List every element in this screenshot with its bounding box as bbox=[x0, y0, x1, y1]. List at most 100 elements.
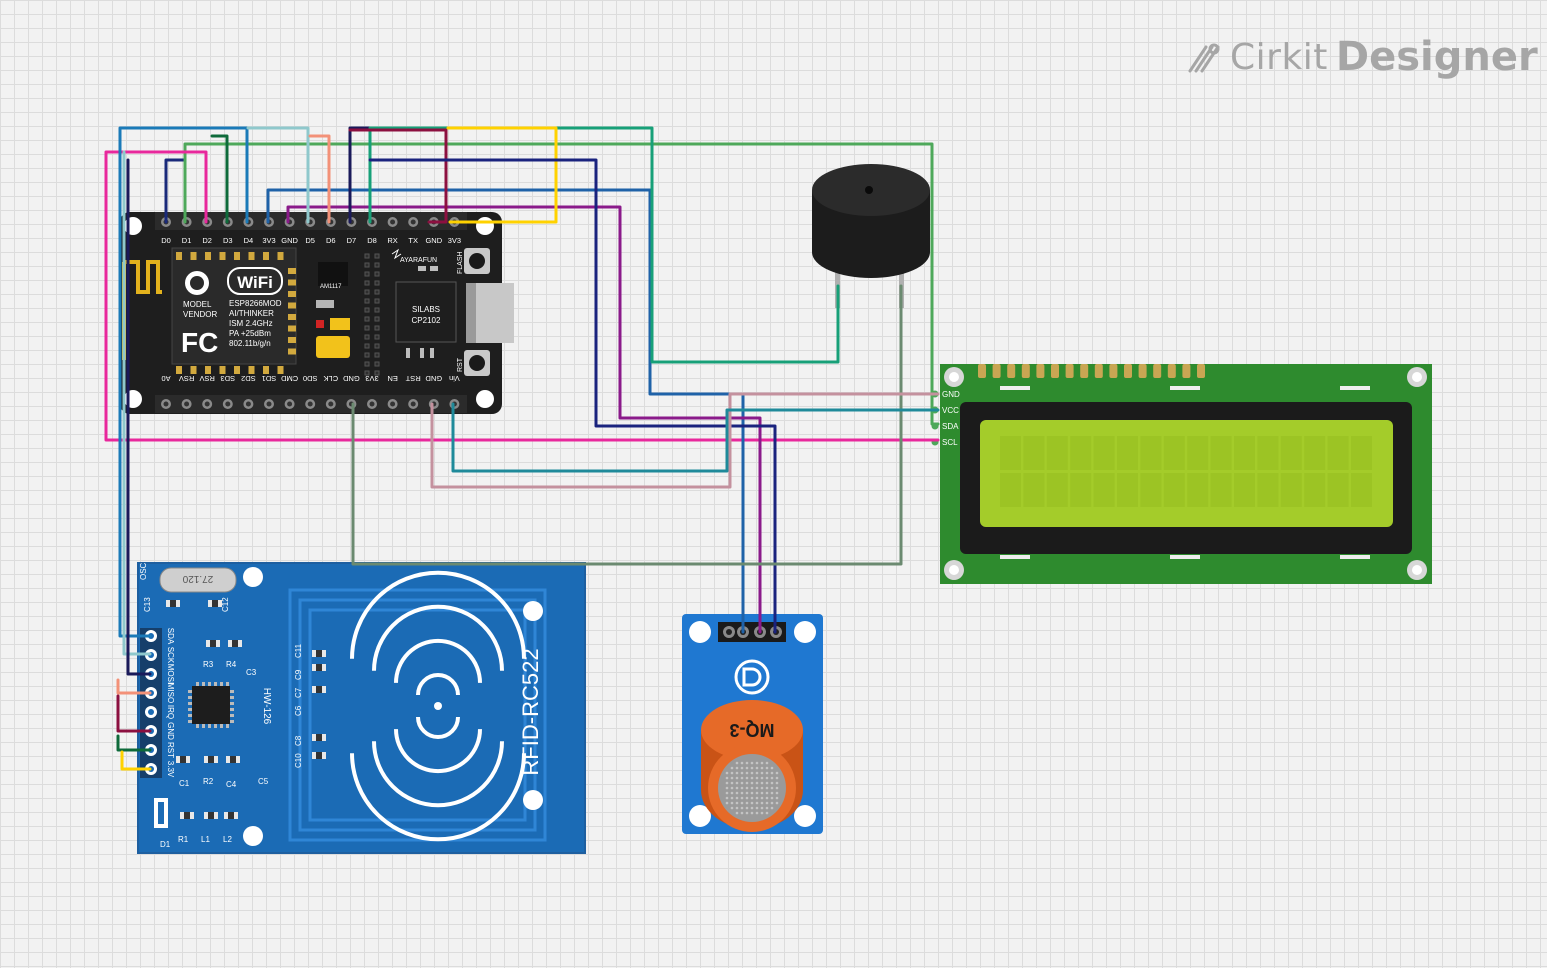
mq3-logo-icon bbox=[734, 659, 770, 695]
wire-d4-sda bbox=[118, 126, 249, 638]
lcd-pin-label: VCC bbox=[942, 406, 959, 415]
brand-product: Designer bbox=[1335, 34, 1538, 80]
nodemcu-bottom-header bbox=[161, 399, 460, 409]
rfid-component-label: R4 bbox=[226, 660, 237, 669]
brand-name: Cirkit bbox=[1230, 36, 1328, 78]
usb-chip-part: CP2102 bbox=[412, 316, 441, 325]
wire-3v3-rfid bbox=[446, 126, 558, 224]
lcd-pin-label: GND bbox=[942, 390, 960, 399]
usb-chip-vendor: SILABS bbox=[412, 305, 440, 314]
rfid-component-label: C6 bbox=[294, 705, 303, 716]
rfid-component-label: C3 bbox=[246, 668, 257, 677]
rfid-pin-label: SDA bbox=[166, 628, 175, 645]
wifi-logo: WiFi bbox=[227, 267, 283, 295]
nodemcu-bottom-pin-label: RSV bbox=[199, 374, 214, 383]
rfid-component-label: C5 bbox=[258, 777, 269, 786]
rfid-pin-label: RST bbox=[166, 742, 175, 758]
wire-d1-sda bbox=[183, 142, 940, 426]
wire-d0-rst bbox=[164, 158, 187, 224]
cirkit-logo-icon bbox=[1188, 43, 1220, 73]
rfid-component-label: C9 bbox=[294, 669, 303, 680]
nodemcu-bottom-pin-label: EN bbox=[387, 374, 397, 383]
module-text-part: ESP8266MOD bbox=[229, 299, 282, 308]
crystal-oscillator bbox=[159, 567, 237, 593]
wifi-text: WiFi bbox=[237, 273, 273, 292]
nodemcu-bottom-pin-label: RSV bbox=[179, 374, 194, 383]
wire-d6-miso bbox=[308, 134, 331, 224]
rfid-component-label: D1 bbox=[160, 840, 171, 849]
rfid-component-label: C12 bbox=[221, 597, 230, 612]
nodemcu-bottom-pin-label: A0 bbox=[161, 374, 170, 383]
fc-logo: FC bbox=[181, 327, 218, 358]
module-text-protocol: 802.11b/g/n bbox=[229, 339, 271, 348]
wire-gnd-rfid bbox=[348, 128, 448, 224]
wire-d2-scl bbox=[104, 150, 940, 442]
nodemcu-bottom-pin-label: SD2 bbox=[241, 374, 256, 383]
nodemcu-top-pin-label: GND bbox=[425, 236, 442, 245]
nodemcu-bottom-pin-label: CLK bbox=[324, 374, 339, 383]
buzzer[interactable] bbox=[812, 164, 930, 308]
wire-gnd-lcd bbox=[430, 392, 940, 489]
wire-rfid-sck bbox=[122, 150, 152, 656]
module-text-vendor-name: AI/THINKER bbox=[229, 309, 274, 318]
module-text-pa: PA +25dBm bbox=[229, 329, 271, 338]
module-text-ism: ISM 2.4GHz bbox=[229, 319, 273, 328]
nodemcu-bottom-pin-label: SD0 bbox=[303, 374, 318, 383]
rfid-pin-label: 3.3V bbox=[166, 761, 175, 778]
regulator-label: AM1117 bbox=[320, 284, 342, 290]
lcd-pin-label: SDA bbox=[942, 422, 959, 431]
nodemcu-top-pin-label: GND bbox=[281, 236, 298, 245]
nodemcu-top-pin-label: D6 bbox=[326, 236, 336, 245]
cirkit-brand: Cirkit Designer bbox=[1186, 32, 1538, 82]
nodemcu-bottom-pin-label: GND bbox=[342, 374, 359, 383]
nodemcu-top-pin-label: D3 bbox=[223, 236, 233, 245]
wire-rfid-gnd bbox=[116, 694, 152, 733]
mq3-label: MQ-3 bbox=[730, 720, 775, 740]
wire-vin-lcd bbox=[451, 402, 940, 473]
maker-label: AYARAFUN bbox=[400, 257, 437, 264]
nodemcu-top-pin-label: 3V3 bbox=[262, 236, 275, 245]
rfid-component-label: R1 bbox=[178, 835, 189, 844]
rfid-pin-label: MISO bbox=[166, 683, 175, 703]
rfid-pin-label: GND bbox=[166, 722, 175, 740]
rfid-component-label: R3 bbox=[203, 660, 214, 669]
regulator-chip bbox=[318, 262, 348, 286]
nodemcu-bottom-pin-label: SD3 bbox=[221, 374, 236, 383]
wire-rfid-3v3 bbox=[120, 750, 152, 771]
rfid-component-label: C1 bbox=[179, 779, 190, 788]
rfid-pin-label: SCK bbox=[166, 647, 175, 664]
rfid-model: HW-126 bbox=[261, 688, 272, 725]
rfid-component-label: C11 bbox=[294, 643, 303, 658]
rfid-ic bbox=[192, 686, 230, 724]
wire-rfid-miso bbox=[116, 678, 152, 695]
wire-d5-sck bbox=[246, 126, 310, 224]
nodemcu-bottom-pin-label: SD1 bbox=[262, 374, 277, 383]
nodemcu-bottom-pin-label: RST bbox=[405, 374, 420, 383]
rfid-component-label: R2 bbox=[203, 777, 214, 786]
rfid-pin-label: IRQ bbox=[166, 705, 175, 719]
mq3-gas-sensor[interactable]: MQ-3 bbox=[682, 614, 823, 834]
nodemcu-top-pin-label: D0 bbox=[161, 236, 171, 245]
wire-gnd-mq3 bbox=[286, 205, 762, 634]
flash-label: FLASH bbox=[457, 251, 464, 274]
osc-label: OSC bbox=[139, 562, 148, 580]
crystal-label: 27.120 bbox=[182, 573, 213, 584]
wire-d7-mosi bbox=[348, 126, 374, 224]
nodemcu-top-pin-label: TX bbox=[408, 236, 418, 245]
rfid-pin-label: MOSI bbox=[166, 664, 175, 684]
wire-rfid-mosi bbox=[126, 158, 152, 676]
wire-gnd-buzzer bbox=[351, 284, 903, 566]
wire-rfid-rst bbox=[116, 734, 152, 752]
nodemcu-bottom-pin-label: GND bbox=[425, 374, 442, 383]
wires bbox=[104, 126, 940, 771]
rfid-component-label: C7 bbox=[294, 687, 303, 698]
rfid-component-label: C8 bbox=[294, 735, 303, 746]
nodemcu-top-pin-label: D7 bbox=[347, 236, 357, 245]
wire-navy-mq3 bbox=[368, 158, 777, 634]
